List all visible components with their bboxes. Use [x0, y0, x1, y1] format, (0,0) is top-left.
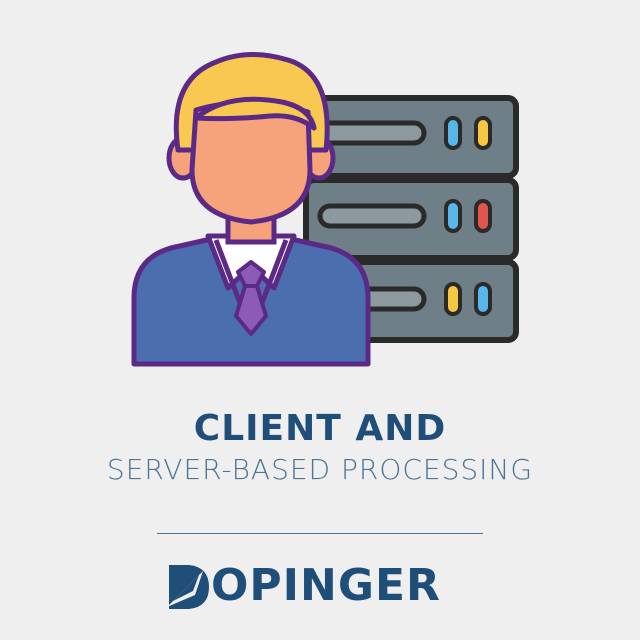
- led-indicator: [444, 199, 462, 233]
- server-rack-icon: [303, 95, 519, 343]
- dopinger-logo-mark-icon: [167, 565, 209, 609]
- led-indicator: [474, 199, 492, 233]
- client-server-illustration: [131, 51, 519, 367]
- led-indicator: [474, 282, 492, 316]
- dopinger-logo[interactable]: OPINGER: [165, 557, 477, 617]
- led-indicator: [444, 282, 462, 316]
- headline-title: CLIENT AND: [193, 408, 447, 449]
- headline-subtitle: SERVER-BASED PROCESSING: [106, 453, 534, 486]
- divider: [157, 533, 483, 534]
- client-person-icon: [131, 51, 371, 367]
- led-indicator: [474, 116, 492, 150]
- dopinger-logo-text: OPINGER: [211, 560, 441, 611]
- led-indicator: [444, 116, 462, 150]
